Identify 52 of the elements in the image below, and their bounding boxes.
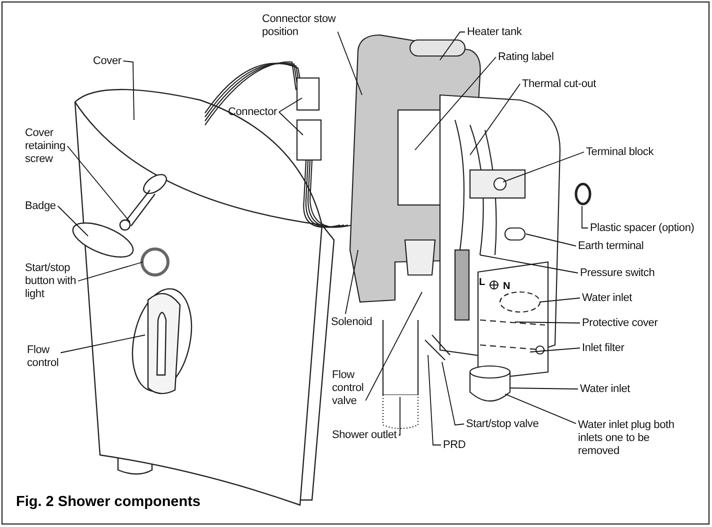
- leader-line: [440, 32, 466, 60]
- part-label: Shower outlet: [332, 429, 402, 442]
- part-label: Connector stow position: [262, 13, 362, 39]
- part-label: Cover retaining screw: [25, 127, 85, 166]
- leader-line: [582, 206, 588, 228]
- part-label: Connector: [228, 106, 298, 119]
- leader-line: [530, 348, 580, 352]
- leader-line: [428, 354, 442, 446]
- terminal-marking: N: [503, 281, 510, 292]
- leader-line: [60, 334, 146, 354]
- part-label: Flow control: [27, 344, 75, 370]
- part-label: Inlet filter: [582, 342, 662, 355]
- leader-line: [504, 394, 576, 424]
- leader-line: [398, 396, 400, 436]
- leader-line: [78, 262, 144, 282]
- leader-line: [344, 250, 358, 314]
- leader-line: [66, 146, 130, 222]
- part-label: Solenoid: [331, 316, 386, 329]
- leader-line: [470, 84, 520, 156]
- leader-line: [540, 298, 580, 302]
- leader-line: [442, 362, 464, 426]
- leader-line: [510, 388, 578, 390]
- part-label: Terminal block: [586, 146, 676, 159]
- leader-line: [365, 292, 422, 401]
- part-label: Heater tank: [467, 26, 547, 39]
- part-label: Water inlet: [582, 292, 662, 305]
- figure-caption: Fig. 2 Shower components: [16, 494, 200, 510]
- part-label: Water inlet plug both inlets one to be removed: [578, 419, 683, 458]
- leader-line: [526, 234, 576, 246]
- terminal-marking: L: [479, 277, 486, 288]
- part-label: Pressure switch: [580, 267, 675, 280]
- part-label: Badge: [25, 200, 67, 213]
- leader-line: [480, 254, 578, 274]
- part-label: Thermal cut-out: [522, 78, 612, 91]
- part-label: PRD: [443, 439, 473, 452]
- leader-line: [514, 322, 580, 324]
- part-label: Earth terminal: [578, 240, 668, 253]
- part-label: Cover: [93, 55, 135, 68]
- part-label: Water inlet: [580, 383, 660, 396]
- leader-line: [414, 56, 496, 150]
- part-label: Start/stop button with light: [25, 262, 97, 301]
- leader-line: [278, 98, 302, 112]
- part-label: Plastic spacer (option): [590, 222, 705, 235]
- leader-line: [57, 206, 88, 236]
- leader-line: [122, 60, 134, 120]
- leader-line: [502, 152, 584, 182]
- part-label: Rating label: [498, 51, 578, 64]
- leader-line: [337, 31, 362, 96]
- part-label: Flow control valve: [332, 369, 382, 408]
- part-label: Start/stop valve: [466, 418, 548, 431]
- leader-line: [278, 112, 304, 136]
- part-label: Protective cover: [582, 317, 682, 330]
